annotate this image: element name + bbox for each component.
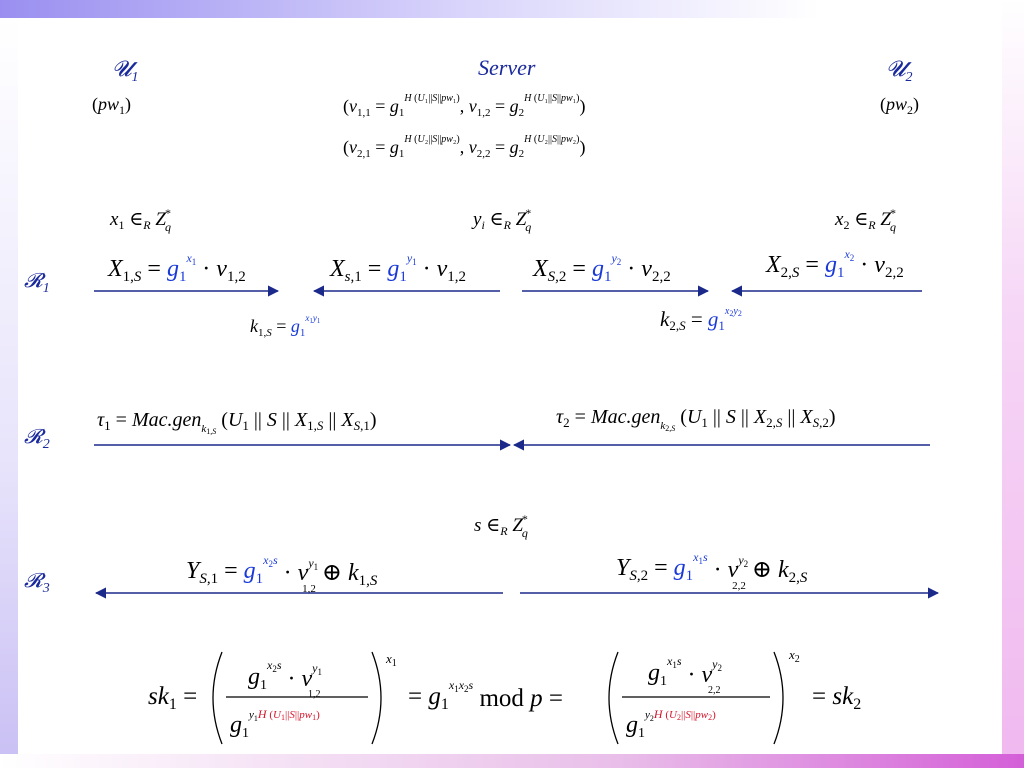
svg-text:XS,2 = g1y2 · v2,2: XS,2 = g1y2 · v2,2 — [532, 251, 671, 285]
party-user1: 𝓤1 (pw1) — [92, 56, 139, 117]
svg-text:g1y2H (U2||S||pw2): g1y2H (U2||S||pw2) — [626, 707, 716, 741]
svg-text:X2,S = g1x2 · v2,2: X2,S = g1x2 · v2,2 — [765, 247, 904, 281]
right-close-paren — [773, 651, 784, 745]
right-open-paren — [608, 651, 619, 745]
choice-x1: x1 ∈R Z*q — [109, 206, 171, 234]
svg-text:k2,S = g1x2y2: k2,S = g1x2y2 — [660, 306, 742, 333]
svg-text:x2: x2 — [788, 647, 800, 665]
svg-text:= sk2: = sk2 — [812, 683, 861, 713]
round-label-r3: 𝓡3 — [24, 570, 50, 596]
slide-right-gradient-band — [1002, 0, 1024, 768]
r3-choice-s: s ∈R Z*q — [474, 512, 528, 540]
svg-text:(v2,1 = g1H (U₂||S||pw₂), v2,2: (v2,1 = g1H (U₂||S||pw₂), v2,2 = g2H (U₂… — [343, 134, 585, 160]
svg-text:x1 ∈R Z*q: x1 ∈R Z*q — [109, 206, 171, 234]
party-user2: 𝓤2 (pw2) — [880, 56, 919, 117]
svg-text:𝓤1: 𝓤1 — [112, 56, 139, 85]
svg-text:sk1 =: sk1 = — [148, 683, 197, 713]
round-label-r2: 𝓡2 — [24, 426, 50, 452]
round-label-r1: 𝓡1 — [24, 270, 50, 296]
r1-message-x1s: X1,S = g1x1 · v1,2 — [107, 251, 246, 285]
svg-text:τ2 = Mac.genk2,S (U1 || S || X: τ2 = Mac.genk2,S (U1 || S || X2,S || XS,… — [556, 406, 836, 433]
slide-top-gradient-band — [0, 0, 1024, 18]
svg-text:(v1,1 = g1H (U₁||S||pw₁), v1,2: (v1,1 = g1H (U₁||S||pw₁), v1,2 = g2H (U₁… — [343, 93, 585, 119]
svg-text:τ1 = Mac.genk1,S (U1 || S || X: τ1 = Mac.genk1,S (U1 || S || X1,S || XS,… — [97, 409, 377, 436]
r1-message-x2s: X2,S = g1x2 · v2,2 — [765, 247, 904, 281]
svg-text:(pw1): (pw1) — [92, 94, 131, 117]
r2-message-tau2: τ2 = Mac.genk2,S (U1 || S || X2,S || XS,… — [556, 406, 836, 433]
party-server: Server — [478, 55, 536, 80]
svg-text:g1y1H (U1||S||pw1): g1y1H (U1||S||pw1) — [230, 707, 320, 741]
svg-text:s ∈R Z*q: s ∈R Z*q — [474, 512, 528, 540]
left-open-paren — [212, 651, 223, 745]
svg-text:𝓤2: 𝓤2 — [886, 56, 913, 85]
left-close-paren — [371, 651, 382, 745]
r2-message-tau1: τ1 = Mac.genk1,S (U1 || S || X1,S || XS,… — [97, 409, 377, 436]
server-verifier-row-2: (v2,1 = g1H (U₂||S||pw₂), v2,2 = g2H (U₂… — [343, 134, 585, 160]
r1-key-k1s: k1,S = g1x1y1 — [250, 313, 321, 339]
r1-message-xs1: Xs,1 = g1y1 · v1,2 — [329, 251, 466, 285]
slide-left-gradient-band — [0, 18, 18, 768]
server-verifier-row-1: (v1,1 = g1H (U₁||S||pw₁), v1,2 = g2H (U₁… — [343, 93, 585, 119]
r1-key-k2s: k2,S = g1x2y2 — [660, 306, 742, 333]
svg-text:(pw2): (pw2) — [880, 94, 919, 117]
svg-text:x1: x1 — [385, 651, 397, 669]
choice-yi: yi ∈R Z*q — [471, 206, 531, 234]
svg-text:Xs,1 = g1y1 · v1,2: Xs,1 = g1y1 · v1,2 — [329, 251, 466, 285]
svg-text:x2 ∈R Z*q: x2 ∈R Z*q — [834, 206, 896, 234]
svg-text:yi ∈R Z*q: yi ∈R Z*q — [471, 206, 531, 234]
svg-text:X1,S = g1x1 · v1,2: X1,S = g1x1 · v1,2 — [107, 251, 246, 285]
svg-text:k1,S = g1x1y1: k1,S = g1x1y1 — [250, 313, 321, 339]
slide-bottom-gradient-band — [0, 754, 1024, 768]
choice-x2: x2 ∈R Z*q — [834, 206, 896, 234]
svg-text:= g1x1x2s mod p =: = g1x1x2s mod p = — [408, 678, 563, 713]
svg-text:Server: Server — [478, 55, 536, 80]
r1-message-xs2: XS,2 = g1y2 · v2,2 — [532, 251, 671, 285]
